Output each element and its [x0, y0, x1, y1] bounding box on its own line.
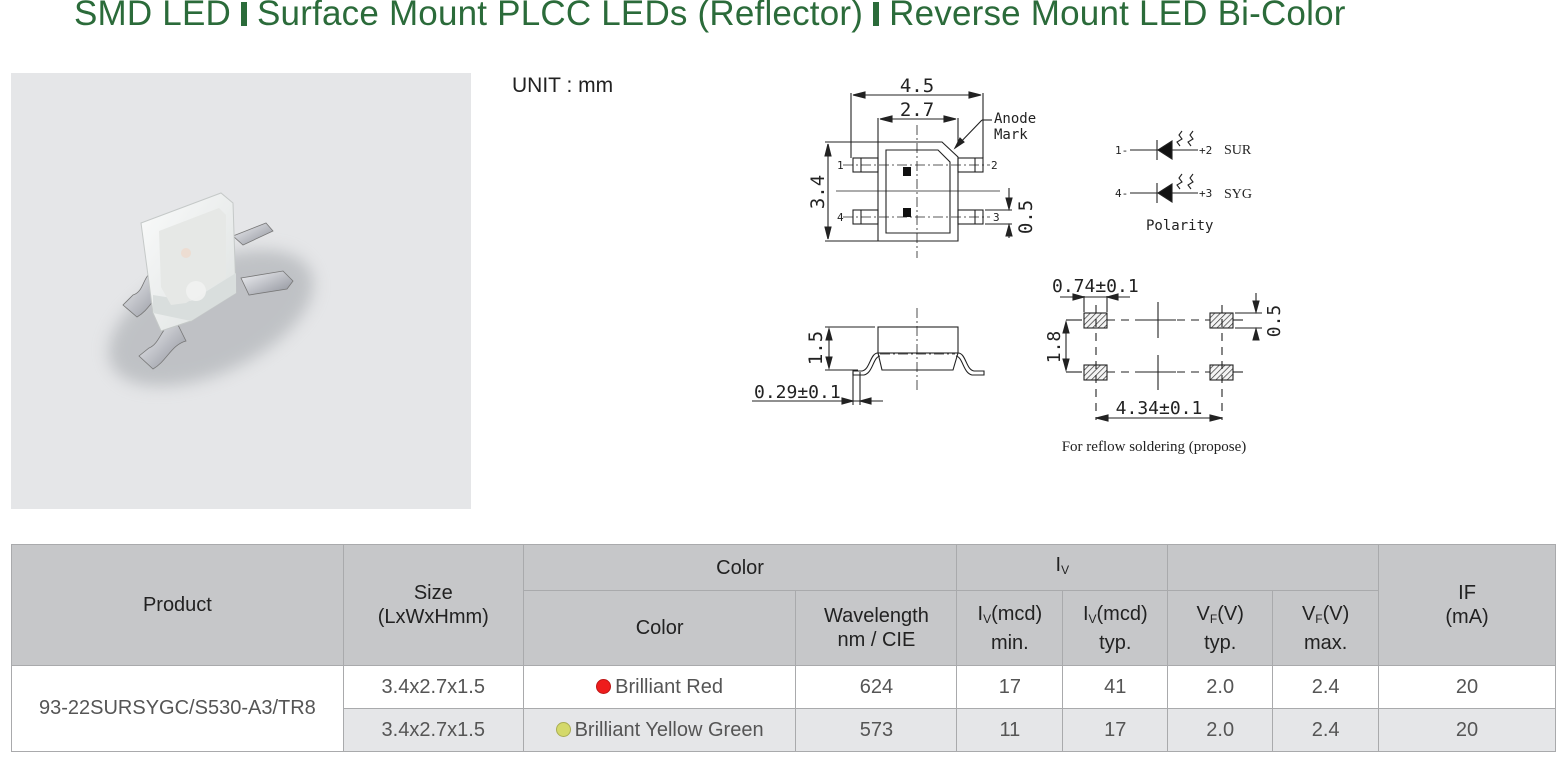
polarity-pin-3: +3	[1199, 187, 1212, 200]
side-view-drawing	[752, 308, 985, 405]
red-dot-icon	[596, 678, 612, 694]
pad-dim-pitch-v: 1.8	[1044, 331, 1065, 364]
pad-layout-drawing	[1060, 293, 1262, 422]
table-row: 3.4x2.7x1.5 Brilliant Yellow Green 573 1…	[12, 708, 1556, 752]
cell-color: Brilliant Yellow Green	[522, 708, 797, 752]
cell-if: 20	[1378, 665, 1556, 709]
yellow-green-dot-icon	[555, 721, 571, 737]
cell-iv-min: 17	[956, 665, 1064, 709]
product-name: 93-22SURSYGC/S530-A3/TR8	[11, 665, 344, 752]
cell-vf-typ: 2.0	[1167, 708, 1274, 752]
header-iv-group: IV	[956, 544, 1169, 591]
cell-vf-max: 2.4	[1272, 708, 1380, 752]
cell-iv-typ: 17	[1062, 708, 1169, 752]
title-part-1: SMD LED	[74, 0, 231, 33]
pad-dim-height: 0.5	[1264, 305, 1285, 338]
spec-table: Product Size(LxWxHmm) Color IV IF(mA) Co…	[11, 544, 1556, 752]
header-vf-group	[1167, 544, 1380, 591]
dim-width-total: 4.5	[900, 75, 934, 97]
header-if: IF(mA)	[1378, 544, 1556, 666]
polarity-pin-1: 1-	[1115, 144, 1128, 157]
polarity-label: Polarity	[1146, 218, 1213, 234]
polarity-name-syg: SYG	[1224, 187, 1252, 202]
title-separator	[241, 2, 247, 26]
pad-layout-caption: For reflow soldering (propose)	[1062, 439, 1247, 455]
cell-wavelength: 624	[795, 665, 958, 709]
title-part-2: Surface Mount PLCC LEDs (Reflector)	[257, 0, 864, 33]
polarity-pin-4: 4-	[1115, 187, 1128, 200]
dim-height: 3.4	[807, 175, 829, 209]
pad-dim-pitch-h: 4.34±0.1	[1116, 398, 1203, 419]
side-dim-height: 1.5	[805, 331, 827, 365]
pin-3-label: 3	[993, 211, 1000, 224]
header-product: Product	[11, 544, 344, 666]
title-separator	[873, 2, 880, 26]
unit-label: UNIT : mm	[512, 74, 614, 97]
polarity-pin-2: +2	[1199, 144, 1212, 157]
cell-if: 20	[1378, 708, 1556, 752]
cell-vf-typ: 2.0	[1167, 665, 1274, 709]
title-part-3: Reverse Mount LED Bi-Color	[889, 0, 1346, 33]
anode-mark-label-2: Mark	[994, 127, 1028, 143]
pin-1-label: 1	[837, 159, 844, 172]
header-iv-typ: IV(mcd)typ.	[1062, 590, 1169, 666]
anode-mark-label-1: Anode	[994, 111, 1036, 127]
cell-size: 3.4x2.7x1.5	[342, 708, 524, 752]
pin-4-label: 4	[837, 211, 844, 224]
dimension-drawings: 4.5 2.7 Anode Mark 3.4 0.5 1 2 3 4 1- +2…	[752, 75, 1285, 455]
pin-2-label: 2	[991, 159, 998, 172]
table-row: 93-22SURSYGC/S530-A3/TR8 3.4x2.7x1.5 Bri…	[11, 665, 1556, 752]
cell-vf-max: 2.4	[1272, 665, 1380, 709]
header-color-group: Color	[522, 544, 958, 591]
pad-dim-width: 0.74±0.1	[1052, 276, 1139, 297]
dim-width-body: 2.7	[900, 99, 934, 121]
cell-iv-min: 11	[956, 708, 1064, 752]
header-size: Size(LxWxHmm)	[342, 544, 524, 666]
cell-color: Brilliant Red	[522, 665, 797, 709]
product-photo	[11, 73, 471, 509]
header-vf-max: VF(V)max.	[1272, 590, 1380, 666]
cell-wavelength: 573	[795, 708, 958, 752]
page-title: SMD LED Surface Mount PLCC LEDs (Reflecto…	[74, 0, 1346, 34]
header-color: Color	[522, 590, 797, 666]
header-vf-typ: VF(V)typ.	[1167, 590, 1274, 666]
top-view-drawing	[824, 91, 1013, 258]
header-iv-min: IV(mcd)min.	[956, 590, 1064, 666]
polarity-name-sur: SUR	[1224, 143, 1252, 158]
led-illustration	[108, 192, 314, 387]
side-dim-lead: 0.29±0.1	[754, 382, 841, 403]
cell-iv-typ: 41	[1062, 665, 1169, 709]
dim-pad: 0.5	[1015, 200, 1037, 234]
polarity-diagram	[1130, 130, 1198, 204]
cell-size: 3.4x2.7x1.5	[342, 665, 524, 709]
